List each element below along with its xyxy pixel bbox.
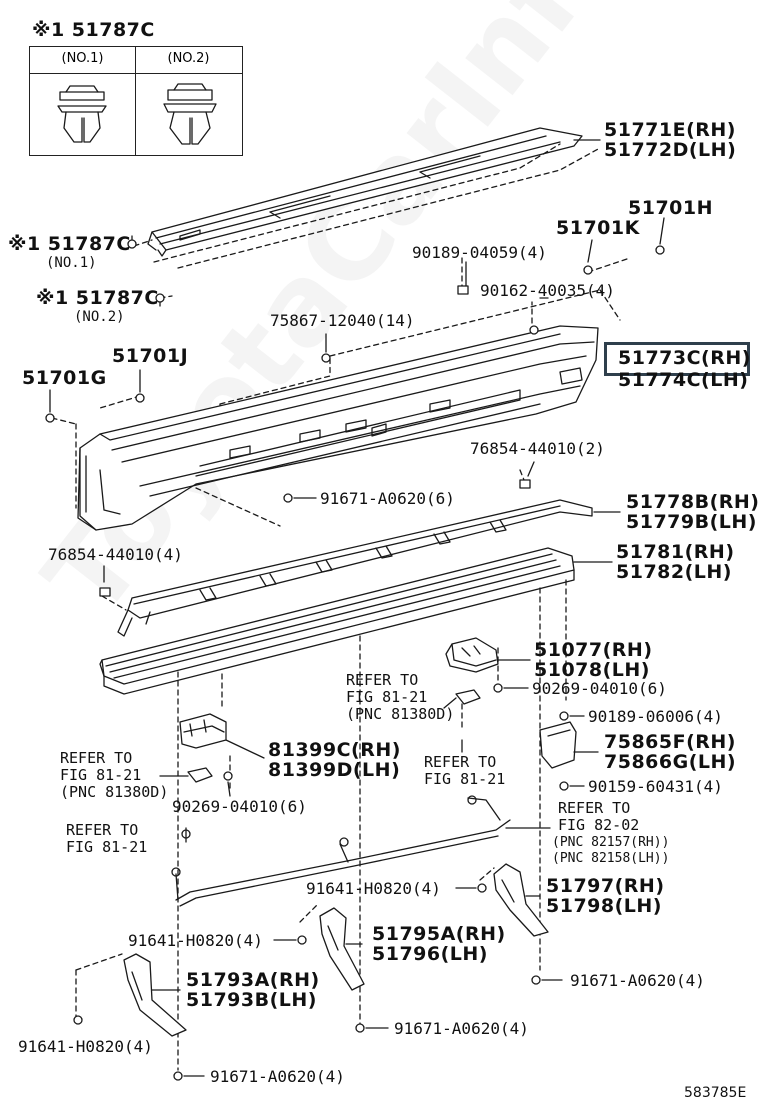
- clip-no2-icon: [163, 83, 217, 145]
- clip-table-header: [30, 47, 242, 74]
- callout-51701J: 51701J: [112, 345, 189, 367]
- callout-91671-A0620-4b: 91671-A0620(4): [394, 1019, 529, 1038]
- callout-51701K: 51701K: [556, 217, 640, 239]
- clip-table-divider: [135, 47, 136, 155]
- step-plate-shape: [99, 547, 575, 695]
- clip-table-title: ※1 51787C: [32, 19, 155, 41]
- callout-90189-06006: 90189-06006(4): [588, 707, 723, 726]
- fastener-icons: [45, 235, 665, 1081]
- callout-91641-H0820-b: 91641-H0820(4): [128, 931, 263, 950]
- refer-to-a-line1: REFER TO: [346, 671, 419, 689]
- callout-91641-H0820-c: 91641-H0820(4): [18, 1037, 153, 1056]
- refer-to-c-line2: FIG 81-21: [60, 766, 142, 784]
- refer-to-e-line1: REFER TO: [66, 821, 139, 839]
- scuff-plate-shape: [147, 127, 583, 257]
- callout-75867-12040: 75867-12040(14): [270, 311, 415, 330]
- callout-75865F: 75865F(RH): [604, 731, 736, 753]
- callout-51797: 51797(RH): [546, 875, 665, 897]
- molding-shape: [117, 499, 593, 637]
- bracket-51795-shape: [319, 907, 365, 991]
- highlight-box: [604, 342, 750, 376]
- callout-51781: 51781(RH): [616, 541, 735, 563]
- refer-to-c-line1: REFER TO: [60, 749, 133, 767]
- callout-51787C-no2-sub: (NO.2): [74, 309, 125, 325]
- bracket-51077-shape: [445, 637, 499, 673]
- cover-75865-shape: [539, 721, 577, 769]
- clip-table-col-no1: (NO.1): [61, 51, 104, 66]
- callout-51774C: 51774C(LH): [618, 369, 749, 391]
- bracket-51797-shape: [493, 863, 549, 937]
- clip-table: (NO.1) (NO.2): [29, 46, 243, 156]
- callout-90159-60431: 90159-60431(4): [588, 777, 723, 796]
- callout-51772D: 51772D(LH): [604, 139, 737, 161]
- refer-to-b-line2: FIG 81-21: [424, 770, 506, 788]
- refer-to-a-line3: (PNC 81380D): [346, 705, 455, 723]
- callout-51778B: 51778B(RH): [626, 491, 760, 513]
- rocker-panel-shape: [77, 325, 599, 531]
- refer-to-b-line1: REFER TO: [424, 753, 497, 771]
- callout-51077: 51077(RH): [534, 639, 653, 661]
- callout-90269-04010-b: 90269-04010(6): [172, 797, 307, 816]
- callout-76854-44010-4: 76854-44010(4): [48, 545, 183, 564]
- refer-to-d-line3: (PNC 82157(RH)): [552, 835, 670, 850]
- refer-to-d-line1: REFER TO: [558, 799, 631, 817]
- callout-51793A: 51793A(RH): [186, 969, 320, 991]
- callout-51798: 51798(LH): [546, 895, 662, 917]
- callout-81399D: 81399D(LH): [268, 759, 401, 781]
- callout-51787C-no1-sub: (NO.1): [46, 255, 97, 271]
- callout-75866G: 75866G(LH): [604, 751, 737, 773]
- callout-51078: 51078(LH): [534, 659, 650, 681]
- clip-no1-icon: [57, 85, 107, 143]
- wire-harness-shape: [171, 795, 511, 907]
- callout-51796: 51796(LH): [372, 943, 488, 965]
- callout-51771E: 51771E(RH): [604, 119, 736, 141]
- refer-to-c-line3: (PNC 81380D): [60, 783, 169, 801]
- callout-51773C: 51773C(RH): [618, 347, 751, 369]
- image-code: 583785E: [684, 1085, 747, 1101]
- callout-91671-A0620-6: 91671-A0620(6): [320, 489, 455, 508]
- bracket-51793-shape: [123, 953, 187, 1037]
- callout-90269-04010-a: 90269-04010(6): [532, 679, 667, 698]
- callout-51795A: 51795A(RH): [372, 923, 506, 945]
- connector-icons: [187, 689, 481, 783]
- refer-to-e-line2: FIG 81-21: [66, 838, 148, 856]
- callout-76854-44010-2: 76854-44010(2): [470, 439, 605, 458]
- callout-91671-A0620-4c: 91671-A0620(4): [210, 1067, 345, 1086]
- refer-to-d-line2: FIG 82-02: [558, 816, 640, 834]
- bracket-81399-shape: [179, 713, 227, 749]
- callout-81399C: 81399C(RH): [268, 739, 401, 761]
- callout-90189-04059: 90189-04059(4): [412, 243, 547, 262]
- callout-91671-A0620-4a: 91671-A0620(4): [570, 971, 705, 990]
- callout-90162-40035: 90162-40035(4): [480, 281, 615, 300]
- clip-table-col-no2: (NO.2): [167, 51, 210, 66]
- callout-51787C-no2: ※1 51787C: [36, 287, 159, 309]
- callout-51701H: 51701H: [628, 197, 714, 219]
- refer-to-d-line4: (PNC 82158(LH)): [552, 851, 670, 866]
- callout-51782: 51782(LH): [616, 561, 732, 583]
- callout-51779B: 51779B(LH): [626, 511, 757, 533]
- callout-91641-H0820-a: 91641-H0820(4): [306, 879, 441, 898]
- callout-51793B: 51793B(LH): [186, 989, 317, 1011]
- refer-to-a-line2: FIG 81-21: [346, 688, 428, 706]
- callout-51787C-no1: ※1 51787C: [8, 233, 131, 255]
- leader-lines: [49, 139, 665, 1077]
- callout-51701G: 51701G: [22, 367, 107, 389]
